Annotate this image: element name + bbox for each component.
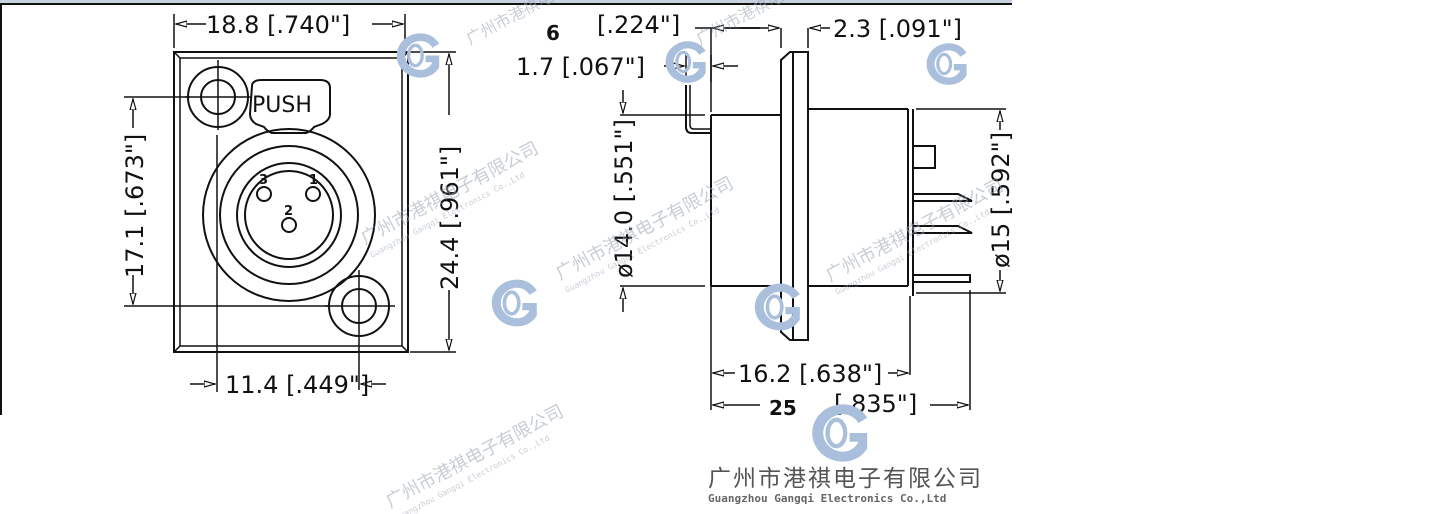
watermark-cn: 广州市港祺电子有限公司: [382, 401, 567, 512]
pin-label-2: 2: [284, 204, 293, 219]
dim-total-length-value: 25: [769, 396, 797, 420]
gq-logo-icon: [489, 277, 539, 329]
watermark-cn: 广州市港祺电子有限公司: [822, 175, 1007, 286]
dim-hole-horizontal: 11.4 [.449"]: [225, 371, 369, 399]
dim-pin-offset-inch: [.224"]: [597, 11, 680, 39]
gq-logo-icon: [812, 404, 867, 461]
pin-label-3: 3: [259, 173, 268, 188]
top-border-line: [0, 3, 1012, 5]
company-name-cn: 广州市港祺电子有限公司: [708, 466, 983, 492]
top-strip: [0, 0, 1012, 3]
dim-rear-diameter: ø15 [.592"]: [987, 132, 1015, 268]
left-border-line: [0, 3, 2, 415]
dim-pin-width: 1.7 [.067"]: [516, 53, 645, 81]
push-label: PUSH: [252, 93, 312, 118]
dim-flange-thickness: 2.3 [.091"]: [833, 15, 962, 43]
company-name-en: Guangzhou Gangqi Electronics Co.,Ltd: [708, 492, 946, 505]
dim-width: 18.8 [.740"]: [206, 11, 350, 39]
dim-body-length: 16.2 [.638"]: [738, 360, 882, 388]
watermark-cn: 广州市港祺电子有限公司: [552, 173, 737, 284]
gq-logo-icon: [924, 41, 969, 87]
dim-pin-offset-value: 6: [546, 21, 560, 45]
dim-hole-vertical: 17.1 [.673"]: [121, 134, 149, 278]
company-branding: 广州市港祺电子有限公司 Guangzhou Gangqi Electronics…: [708, 466, 983, 505]
pin-label-1: 1: [309, 173, 318, 188]
dim-front-diameter: ø14.0 [.551"]: [610, 119, 638, 278]
dim-height: 24.4 [.961"]: [436, 146, 464, 290]
front-view: PUSH 3 1 2 18.8 [.740"] 24.4 [.961"] 17.…: [121, 11, 464, 399]
gq-logo-icon: [395, 31, 441, 80]
